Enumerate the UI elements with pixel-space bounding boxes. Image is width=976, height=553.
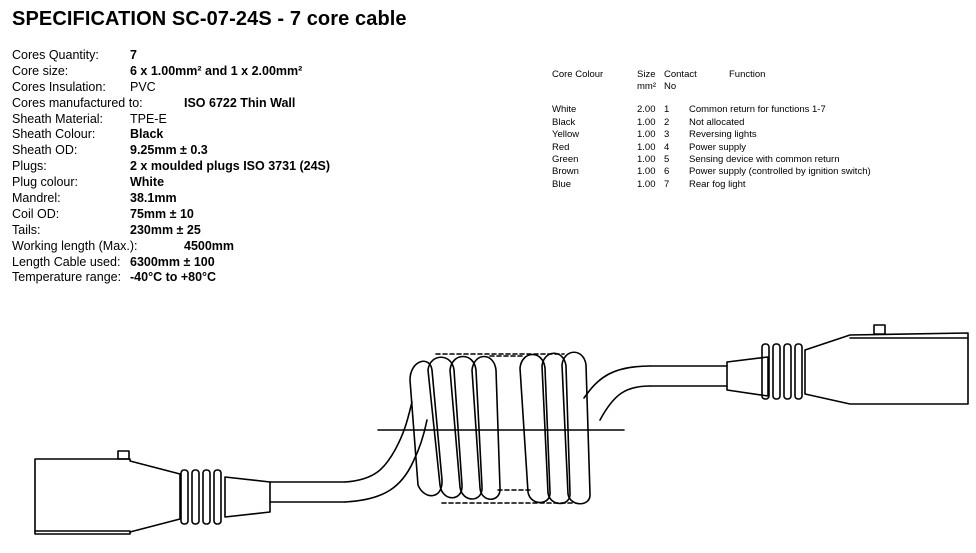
spec-label: Plugs:	[12, 159, 47, 174]
spec-row: Cores manufactured to: ISO 6722 Thin Wal…	[12, 96, 412, 112]
spec-row: Sheath OD: 9.25mm ± 0.3	[12, 143, 412, 159]
spec-value: 230mm ± 25	[130, 222, 201, 237]
contact-no: 5	[664, 153, 670, 165]
header-contact: Contact	[664, 69, 697, 80]
contact-no: 2	[664, 116, 670, 128]
spec-value: ISO 6722 Thin Wall	[184, 95, 296, 110]
contact-no: 7	[664, 178, 670, 190]
spec-row: Coil OD: 75mm ± 10	[12, 207, 412, 223]
core-size: 2.00	[637, 104, 656, 116]
spec-label: Core size:	[12, 63, 69, 78]
spec-value: White	[130, 175, 165, 190]
core-colour: Blue	[552, 178, 572, 190]
core-function: Reversing lights	[689, 129, 757, 141]
spec-label: Working length (Max.):	[12, 238, 138, 253]
spec-value: 7	[130, 48, 137, 62]
core-colour: Black	[552, 116, 576, 128]
left-tail	[269, 401, 428, 503]
spec-value: PVC	[130, 79, 156, 94]
core-function: Sensing device with common return	[689, 153, 840, 165]
core-colour: White	[552, 104, 577, 116]
spec-label: Sheath OD:	[12, 143, 78, 158]
coiled-cable-drawing	[34, 324, 969, 535]
core-size: 1.00	[637, 116, 656, 128]
spec-value: TPE-E	[130, 111, 167, 126]
spec-row: Working length (Max.): 4500mm	[12, 239, 412, 255]
core-function: Not allocated	[689, 116, 745, 128]
header-core-colour: Core Colour	[552, 69, 604, 80]
spec-list: Cores Quantity: 7 Core size: 6 x 1.00mm²…	[12, 48, 412, 286]
spec-label: Cores Quantity:	[12, 48, 99, 62]
core-size: 1.00	[637, 129, 656, 141]
header-function: Function	[729, 69, 766, 80]
spec-row: Tails: 230mm ± 25	[12, 223, 412, 239]
spec-label: Cores manufactured to:	[12, 95, 143, 110]
spec-value: 2 x moulded plugs ISO 3731 (24S)	[130, 159, 331, 174]
spec-value: 6 x 1.00mm² and 1 x 2.00mm²	[130, 63, 303, 78]
header-size-unit: mm²	[637, 81, 656, 93]
spec-row: Cores Quantity: 7	[12, 48, 412, 64]
core-colour: Green	[552, 153, 579, 165]
header-contact-no: No	[664, 81, 677, 93]
core-size: 1.00	[637, 153, 656, 165]
spec-row: Plug colour: White	[12, 175, 412, 191]
spec-value: Black	[130, 127, 164, 142]
spec-row: Sheath Colour: Black	[12, 127, 412, 143]
spec-label: Length Cable used:	[12, 254, 121, 269]
spec-row: Core size: 6 x 1.00mm² and 1 x 2.00mm²	[12, 64, 412, 80]
contact-no: 1	[664, 104, 670, 116]
contact-no: 3	[664, 129, 670, 141]
spec-value: 6300mm ± 100	[130, 254, 215, 269]
spec-value: 75mm ± 10	[130, 206, 194, 221]
core-colour: Brown	[552, 166, 579, 178]
right-plug	[726, 324, 969, 405]
spec-row: Mandrel: 38.1mm	[12, 191, 412, 207]
spec-label: Cores Insulation:	[12, 79, 106, 94]
page-title: SPECIFICATION SC-07-24S - 7 core cable	[12, 8, 407, 30]
core-function: Rear fog light	[689, 178, 746, 190]
header-size: Size	[637, 69, 656, 80]
core-size: 1.00	[637, 178, 656, 190]
right-tail	[583, 365, 728, 421]
spec-row: Length Cable used: 6300mm ± 100	[12, 255, 412, 271]
spec-label: Temperature range:	[12, 270, 122, 285]
core-size: 1.00	[637, 141, 656, 153]
spec-value: 9.25mm ± 0.3	[130, 143, 208, 158]
core-function: Power supply (controlled by ignition swi…	[689, 166, 871, 178]
contact-no: 4	[664, 141, 670, 153]
spec-label: Tails:	[12, 222, 41, 237]
core-colour: Yellow	[552, 129, 580, 141]
spec-label: Plug colour:	[12, 175, 79, 190]
spec-value: 4500mm	[184, 238, 235, 253]
core-function: Power supply	[689, 141, 747, 153]
contact-no: 6	[664, 166, 670, 178]
core-colour: Red	[552, 141, 570, 153]
spec-row: Sheath Material: TPE-E	[12, 112, 412, 128]
spec-row: Cores Insulation: PVC	[12, 80, 412, 96]
spec-value: -40°C to +80°C	[130, 270, 217, 285]
spec-row: Temperature range: -40°C to +80°C	[12, 270, 412, 286]
cable-coils	[377, 351, 625, 505]
spec-label: Sheath Colour:	[12, 127, 96, 142]
left-plug	[34, 450, 271, 535]
spec-value: 38.1mm	[130, 191, 177, 206]
core-function: Common return for functions 1-7	[689, 104, 826, 116]
spec-label: Mandrel:	[12, 191, 61, 206]
core-size: 1.00	[637, 166, 656, 178]
spec-row: Plugs: 2 x moulded plugs ISO 3731 (24S)	[12, 159, 412, 175]
spec-label: Sheath Material:	[12, 111, 104, 126]
spec-label: Coil OD:	[12, 206, 60, 221]
